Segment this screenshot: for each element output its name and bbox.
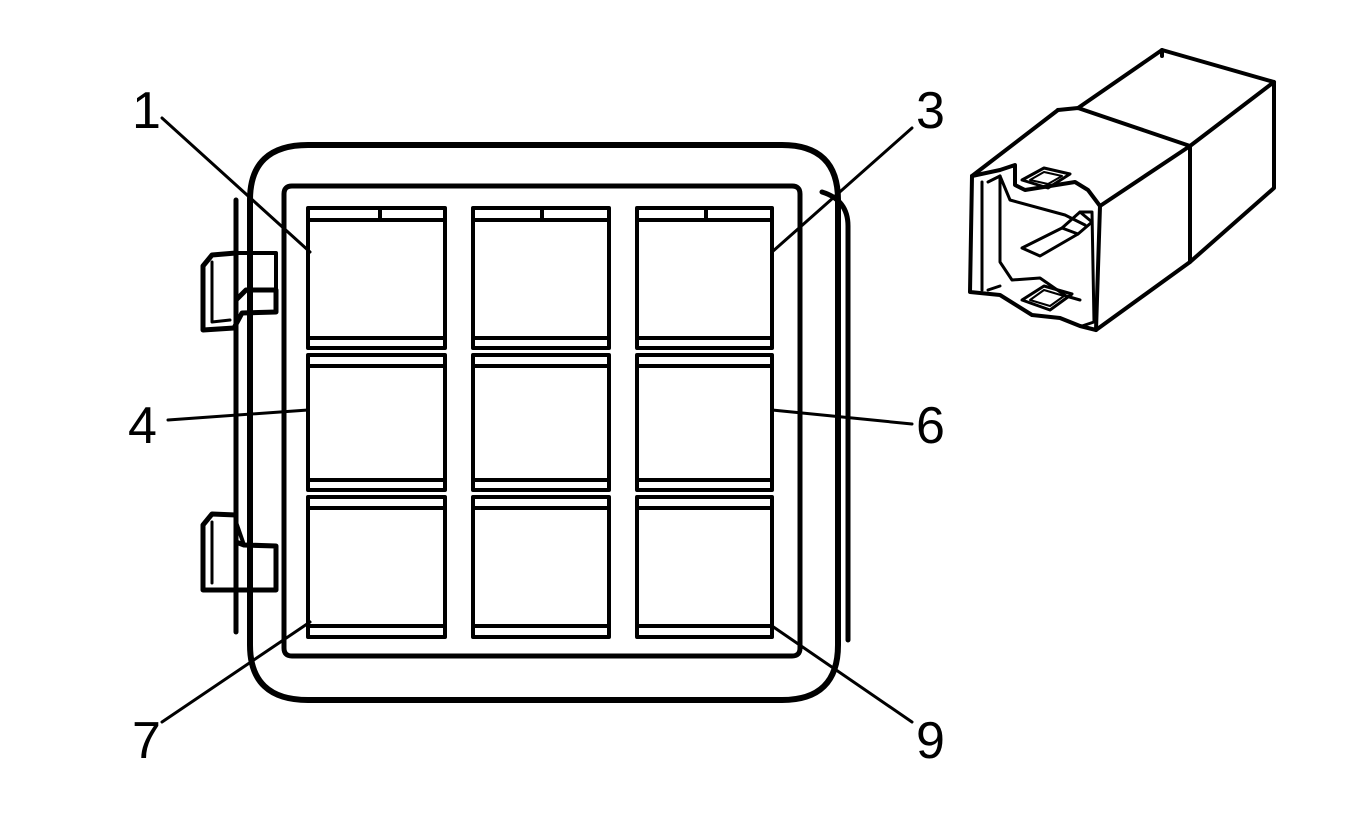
- leader-3: [770, 126, 914, 254]
- lower-latch-tab: [200, 511, 279, 593]
- relay-window-upper: [1020, 166, 1072, 190]
- leader-4: [166, 408, 310, 422]
- leader-1: [160, 116, 312, 254]
- housing-right-edge: [819, 189, 851, 643]
- cavity-2: [471, 206, 611, 350]
- callout-7: 7: [132, 712, 161, 770]
- relay-body-side: [1094, 144, 1192, 332]
- cavity-1: [306, 206, 447, 350]
- callout-6: 6: [916, 397, 945, 455]
- cavity-7: [306, 495, 447, 639]
- callout-9: 9: [916, 712, 945, 770]
- leader-7: [160, 620, 312, 724]
- cavity-4: [306, 353, 447, 492]
- relay-front-face: [968, 108, 1098, 332]
- upper-latch-tab: [200, 250, 279, 333]
- cavity-3: [635, 206, 774, 350]
- cavity-5: [471, 353, 611, 492]
- leader-6: [770, 408, 914, 426]
- relay-pin: [1020, 226, 1080, 258]
- leader-9: [770, 624, 914, 724]
- relay-window-lower: [1020, 284, 1074, 312]
- relay-body-top: [1056, 106, 1192, 208]
- callout-3: 3: [916, 82, 945, 140]
- callout-4: 4: [128, 397, 157, 455]
- connector-face: [200, 142, 851, 703]
- terminal-cavity-grid: [306, 206, 774, 639]
- cavity-6: [635, 353, 774, 492]
- callout-labels: 1 3 4 6 7 9: [128, 82, 945, 770]
- housing-outer: [247, 142, 841, 703]
- cavity-9: [635, 495, 774, 639]
- relay-terminal-part: [968, 48, 1276, 332]
- housing-inner-frame: [281, 183, 803, 659]
- leader-lines: [160, 116, 914, 724]
- callout-1: 1: [132, 82, 161, 140]
- cavity-8: [471, 495, 611, 639]
